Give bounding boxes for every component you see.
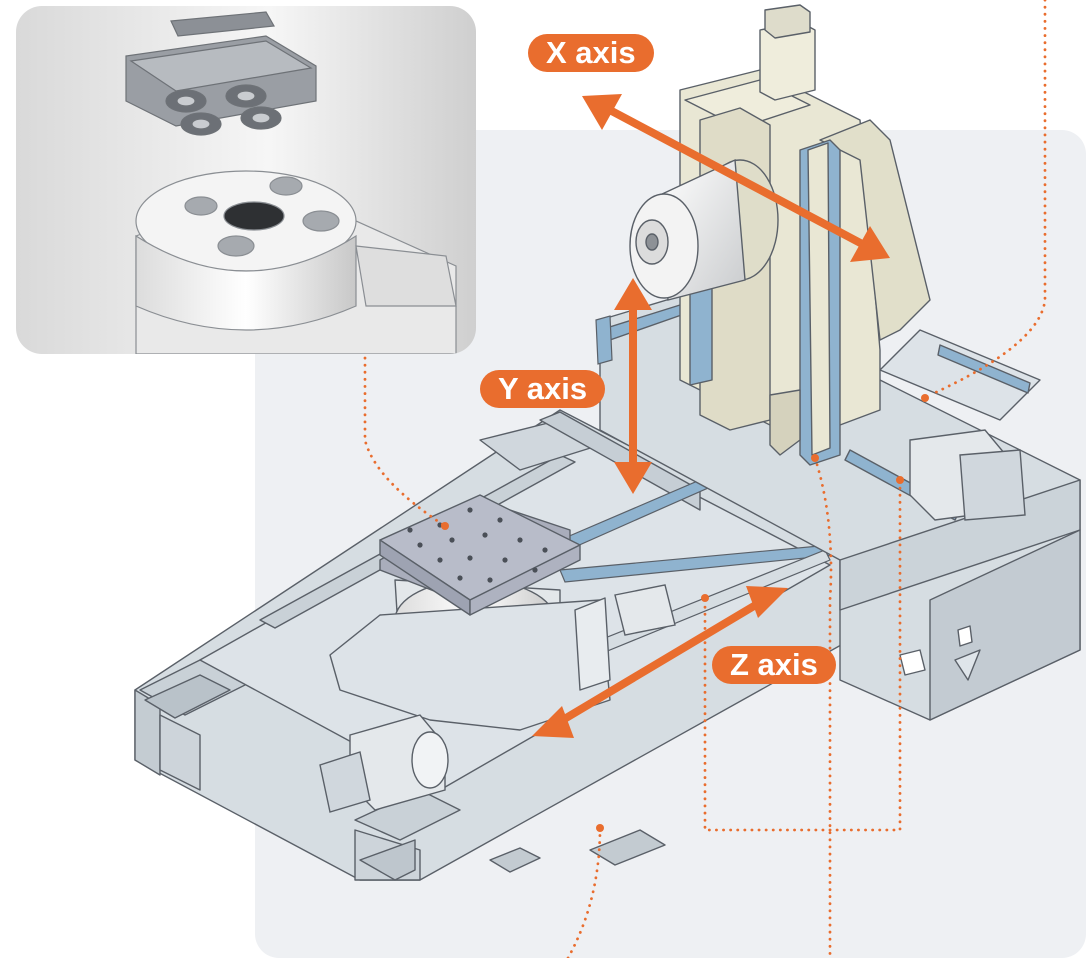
arrow-y-axis-icon [614,278,652,494]
x-axis-label: X axis [528,34,654,72]
servo-motors [319,429,1026,813]
leader-inset-to-table [363,356,447,528]
inset-illustration [16,6,476,354]
y-axis-label: Y axis [480,370,606,408]
rotary-table [329,494,611,731]
pallet-detail-inset [16,6,476,354]
upper-pallet [125,11,317,136]
arrow-z-axis-icon [532,586,788,738]
arrow-x-axis-icon [582,94,890,262]
leader-column-base [928,0,1047,397]
leader-dots [441,394,929,832]
table-holes [407,507,548,583]
leader-lines [363,0,1047,960]
lower-drum [135,170,457,354]
leader-base-bottom [566,826,602,960]
leader-rails-loop [703,478,902,832]
leader-spindle-bottom [813,456,833,960]
y-axis-rail [595,315,613,365]
z-axis-label: Z axis [712,646,836,684]
